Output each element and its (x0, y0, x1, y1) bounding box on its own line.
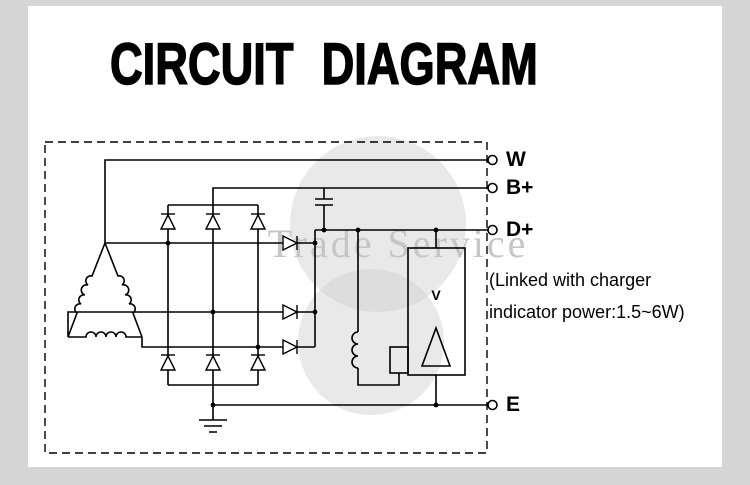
junction-dot (210, 309, 216, 315)
stator-winding-left (67, 242, 106, 338)
junction-dot (433, 227, 439, 233)
diode-bottom-3 (249, 354, 267, 371)
junction-dot (433, 402, 439, 408)
regulator-label: V (431, 287, 441, 303)
sheet (28, 6, 722, 467)
diode-bottom-1 (159, 354, 177, 371)
terminal-label-dplus: D+ (506, 218, 534, 241)
ground-symbol (199, 385, 227, 433)
note-line-1: (Linked with charger (489, 270, 652, 290)
note-line-2: indicator power:1.5~6W) (489, 302, 685, 322)
stator-winding-right (104, 242, 143, 338)
regulator-box (407, 247, 466, 376)
trio-diode-2 (282, 303, 299, 321)
junction-dot (255, 344, 261, 350)
junction-dot (321, 227, 327, 233)
page-title: CIRCUIT DIAGRAM (109, 32, 538, 97)
terminal-e-circle (487, 399, 498, 411)
diode-bottom-2 (204, 354, 222, 371)
terminal-label-bplus: B+ (506, 176, 534, 199)
terminal-w-circle (487, 154, 498, 166)
dashed-border (44, 141, 488, 454)
regulator-transistor-triangle (420, 325, 452, 367)
capacitor (315, 188, 333, 230)
junction-dot (165, 240, 171, 246)
diode-top-3 (249, 213, 267, 230)
terminal-dplus-circle (487, 224, 498, 236)
stator-winding-bottom (68, 331, 142, 338)
junction-dot (355, 227, 361, 233)
watermark-circle-bottom (298, 269, 444, 415)
junction-dot (312, 309, 318, 315)
wires (67, 159, 488, 433)
terminal-bplus-circle (487, 182, 498, 194)
field-winding (351, 230, 400, 386)
terminals (487, 154, 498, 411)
junction-dots (165, 227, 439, 408)
wire-bplus (212, 187, 488, 205)
terminal-label-e: E (506, 393, 521, 416)
watermark-circle-top (290, 136, 466, 312)
terminal-label-w: W (506, 148, 526, 171)
wire-w (104, 159, 488, 243)
bridge-diodes (159, 213, 267, 371)
junction-dot (210, 402, 216, 408)
trio-diode-3 (282, 338, 299, 356)
diode-top-1 (159, 213, 177, 230)
diode-top-2 (204, 213, 222, 230)
trio-diodes (282, 234, 299, 356)
junction-dot (312, 240, 318, 246)
wire-phase-3 (141, 337, 315, 348)
trio-diode-1 (282, 234, 299, 252)
